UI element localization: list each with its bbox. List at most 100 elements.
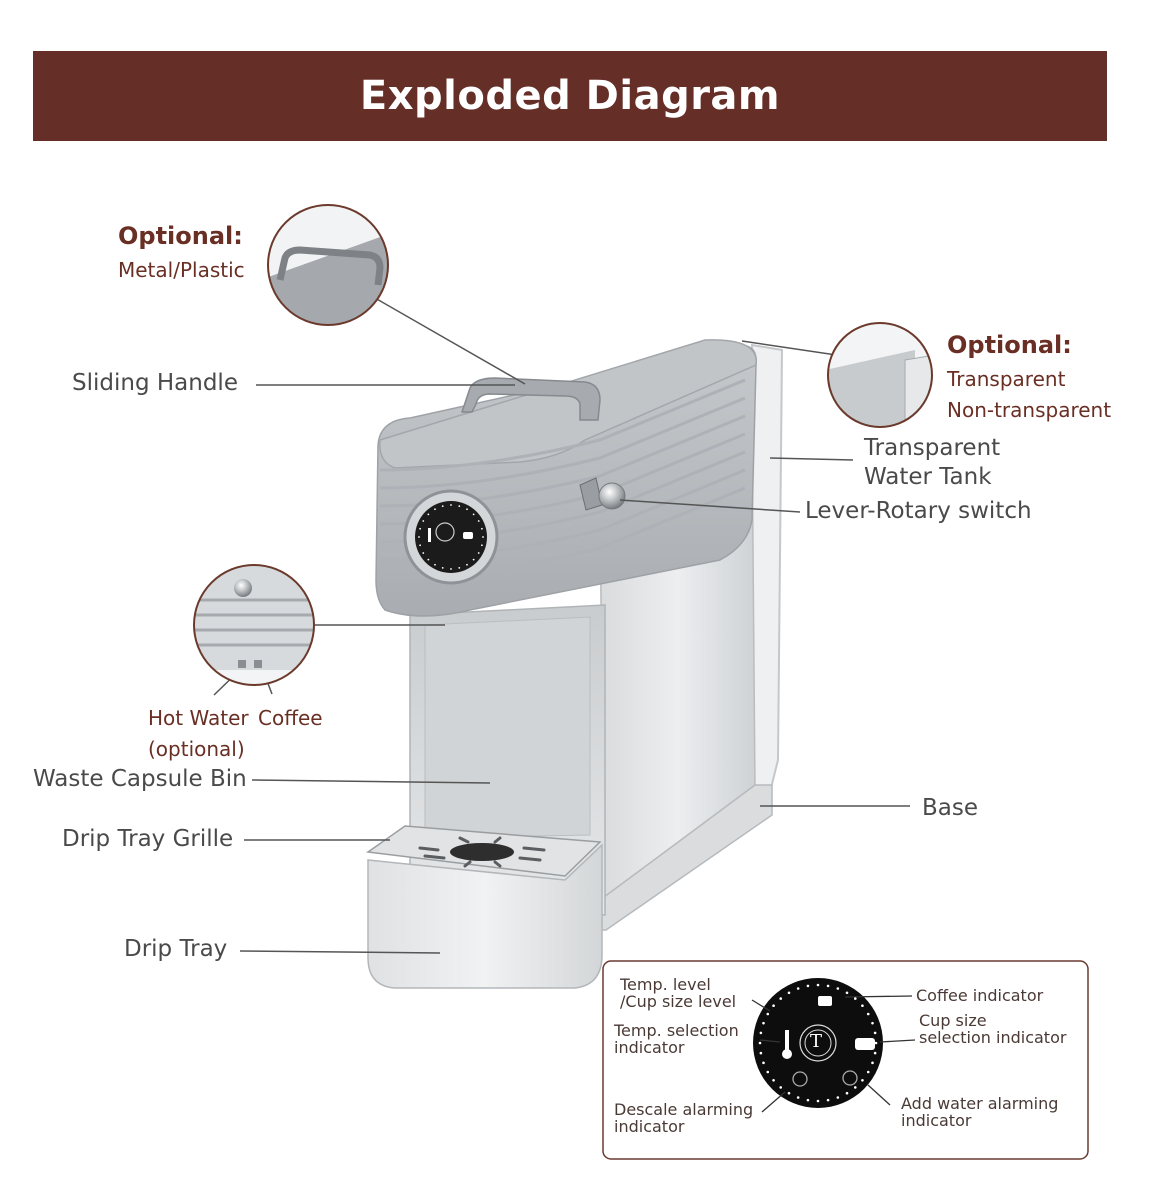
dial-tick-dot	[866, 1012, 870, 1016]
page-title: Exploded Diagram	[359, 73, 781, 119]
label-water-tank: Water Tank	[864, 464, 992, 490]
dial-tick-dot	[861, 1078, 864, 1082]
panel-label-add-water-line1: Add water alarming	[901, 1094, 1059, 1113]
dial-tick-dot	[450, 504, 452, 506]
panel-label-temp-selection-line1: Temp. selection	[614, 1021, 739, 1040]
sliding-handle	[460, 377, 601, 421]
dial-tick-dot	[806, 1098, 810, 1102]
label-base: Base	[922, 795, 979, 821]
label-hot-water: Hot Water	[148, 706, 249, 730]
dial-tick-dot	[472, 513, 475, 516]
label-drip-tray-grille: Drip Tray Grille	[62, 826, 234, 852]
dial-tick-dot	[482, 536, 484, 538]
dial-tick-dot	[466, 563, 468, 566]
panel-label-temp-selection: Temp. selection indicator	[614, 1022, 739, 1056]
panel-label-cup-size-line1: Cup size	[919, 1011, 987, 1030]
label-transparent: Transparent	[864, 435, 1001, 461]
dial-tick-dot	[796, 1096, 800, 1099]
dial-tick-dot	[826, 1098, 830, 1102]
lever-rotary-switch	[579, 477, 626, 511]
label-drip-tray: Drip Tray	[124, 936, 228, 962]
panel-label-descale: Descale alarming indicator	[614, 1101, 753, 1135]
dial-tick-dot	[477, 520, 480, 522]
dial-tick-dot	[845, 991, 849, 995]
dial-tick-dot	[481, 527, 483, 530]
dial-tick-dot	[845, 1091, 849, 1095]
dial-tick-dot	[853, 997, 857, 1000]
dial-tick-dot	[762, 1061, 765, 1065]
handle-option-value: Metal/Plastic	[118, 258, 245, 282]
handle-option-title: Optional:	[118, 222, 243, 250]
dial-tick-dot	[873, 1031, 877, 1035]
dial-tick-dot	[766, 1012, 770, 1016]
label-lever-rotary-switch: Lever-Rotary switch	[805, 498, 1032, 524]
panel-label-temp-level: Temp. level /Cup size level	[620, 976, 736, 1010]
dial-tick-dot	[419, 527, 421, 530]
panel-label-add-water-line2: indicator	[901, 1111, 972, 1130]
dial-tick-dot	[772, 1078, 775, 1082]
dial-tick-dot	[766, 1070, 770, 1074]
dial-tick-dot	[481, 544, 483, 547]
dial-tick-dot	[873, 1051, 877, 1055]
panel-label-cup-size: Cup size selection indicator	[919, 1012, 1066, 1046]
panel-label-descale-line2: indicator	[614, 1117, 685, 1136]
dial-tick-dot	[419, 544, 421, 547]
dial-tick-dot	[441, 567, 444, 569]
label-sliding-handle: Sliding Handle	[72, 370, 238, 396]
panel-label-temp-level-line1: Temp. level	[620, 975, 711, 994]
dial-tick-dot	[787, 1091, 791, 1095]
tank-option-title: Optional:	[947, 331, 1072, 359]
dial-tick-dot	[472, 558, 475, 561]
panel-label-cup-size-line2: selection indicator	[919, 1028, 1067, 1047]
machine-lid	[379, 339, 757, 469]
dial-tick-dot	[871, 1061, 874, 1065]
control-panel-dial	[753, 978, 883, 1108]
dial-tick-dot	[441, 505, 444, 507]
panel-label-temp-level-line2: /Cup size level	[620, 992, 737, 1011]
dial-tick-dot	[762, 1021, 765, 1025]
label-coffee: Coffee	[258, 706, 323, 730]
dial-tick-dot	[758, 1041, 762, 1045]
panel-label-coffee-indicator: Coffee indicator	[916, 986, 1044, 1005]
dial-tick-dot	[427, 558, 430, 561]
dial-tick-dot	[422, 552, 425, 554]
dial-tick-dot	[787, 991, 791, 995]
dial-tick-dot	[836, 1096, 840, 1099]
tank-detail-zoom	[827, 322, 933, 428]
dial-tick-dot	[806, 984, 810, 988]
dial-tick-dot	[458, 505, 461, 507]
dial-tick-dot	[796, 987, 800, 990]
tank-option-transparent: Transparent	[947, 367, 1066, 391]
tank-option-non-transparent: Non-transparent	[947, 398, 1112, 422]
dial-tick-dot	[816, 983, 820, 987]
dial-tick-dot	[866, 1070, 870, 1074]
dial-tick-dot	[466, 508, 468, 511]
dial-tick-dot	[836, 987, 840, 990]
dial-tick-dot	[434, 508, 436, 511]
panel-label-add-water: Add water alarming indicator	[901, 1095, 1058, 1129]
dial-tick-dot	[450, 568, 452, 570]
dial-tick-dot	[772, 1004, 775, 1008]
dial-tick-dot	[458, 567, 461, 569]
panel-label-descale-line1: Descale alarming	[614, 1100, 754, 1119]
dial-tick-dot	[826, 984, 830, 988]
dial-tick-dot	[816, 1099, 820, 1103]
dial-tick-dot	[427, 513, 430, 516]
dial-logo-letter: T	[810, 1031, 823, 1052]
dial-tick-dot	[759, 1051, 763, 1055]
outlet-detail-zoom	[193, 564, 315, 686]
title-banner: Exploded Diagram	[33, 51, 1107, 141]
dial-tick-dot	[759, 1031, 763, 1035]
handle-detail-zoom	[267, 204, 389, 326]
dial-tick-dot	[434, 563, 436, 566]
dial-tick-dot	[853, 1086, 857, 1089]
dial-tick-dot	[477, 552, 480, 554]
dial-tick-dot	[871, 1021, 874, 1025]
label-optional: (optional)	[148, 737, 245, 761]
label-waste-capsule-bin: Waste Capsule Bin	[33, 766, 247, 792]
dial-tick-dot	[779, 1086, 783, 1089]
dial-tick-dot	[779, 997, 783, 1000]
dial-tick-dot	[418, 536, 420, 538]
